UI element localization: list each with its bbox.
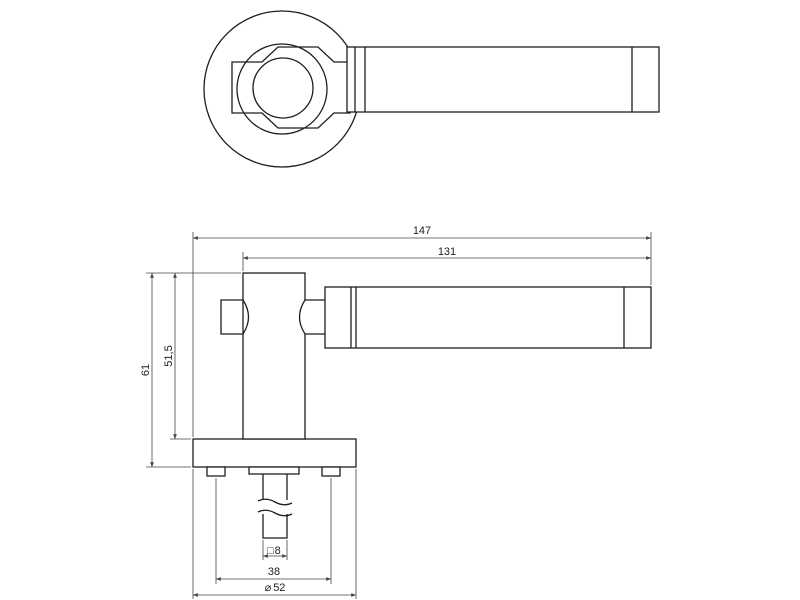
lever-arm-side <box>324 286 652 349</box>
dim-label-38: 38 <box>268 566 280 578</box>
spindle-collar <box>248 466 300 475</box>
diameter-52-value: 52 <box>273 582 285 594</box>
rose-bracket <box>231 46 351 129</box>
right-knuckle <box>298 299 328 335</box>
dim-label-61: 61 <box>140 364 152 376</box>
dim-label-diameter-52: ⌀52 <box>265 582 286 594</box>
spindle-boss-circle <box>252 57 314 119</box>
left-knuckle <box>220 299 250 335</box>
lever-arm-top <box>346 46 660 113</box>
top-view <box>203 10 660 168</box>
dim-label-147: 147 <box>413 225 431 237</box>
spindle-lower <box>262 514 288 539</box>
handle-neck <box>242 272 306 440</box>
side-view <box>192 272 652 539</box>
rose-plate <box>192 438 357 468</box>
spindle-break-line <box>257 498 293 506</box>
dim-label-square-8: □8 <box>267 545 281 557</box>
square-symbol: □ <box>267 545 274 557</box>
diameter-symbol: ⌀ <box>265 582 272 594</box>
dim-label-51-5: 51,5 <box>163 345 175 366</box>
rose-outer-circle <box>203 10 361 168</box>
screw-head-left <box>206 466 226 477</box>
screw-head-right <box>321 466 341 477</box>
dim-label-131: 131 <box>438 246 456 258</box>
dimension-lines: 147 131 61 51,5 □8 38 ⌀52 <box>140 225 652 599</box>
square-8-value: 8 <box>275 545 281 557</box>
rose-inner-circle <box>236 43 328 135</box>
spindle-upper <box>262 474 288 500</box>
